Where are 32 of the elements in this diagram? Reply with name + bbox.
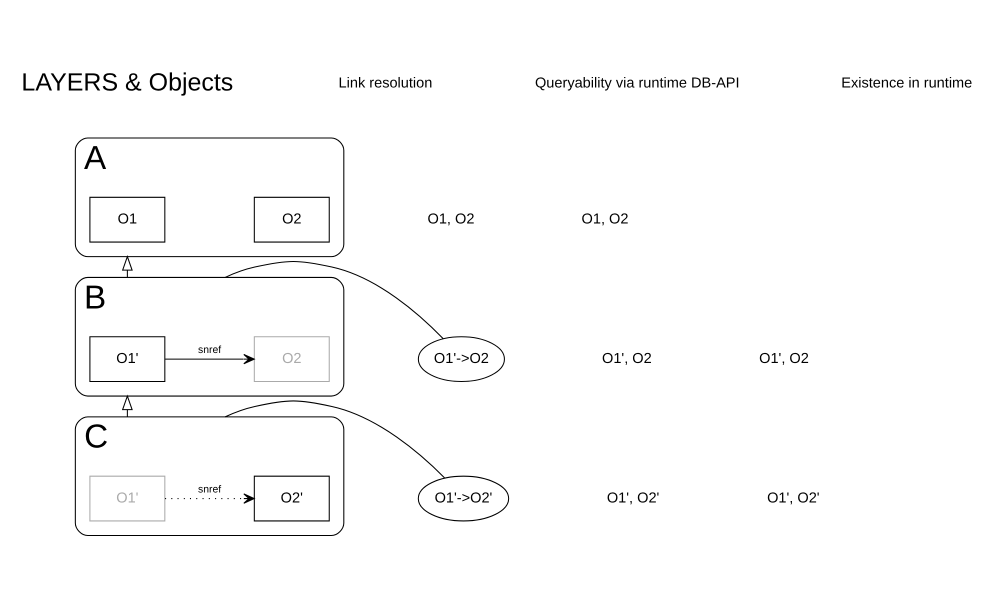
label: Link resolution (338, 76, 432, 92)
node-label: B (84, 279, 106, 316)
label: Existence in runtime (841, 76, 972, 92)
connector (224, 400, 445, 478)
arrow (165, 354, 255, 364)
arrow (122, 255, 133, 278)
node-label: A (84, 140, 106, 177)
cluster (74, 416, 344, 536)
node-ellipse: O1'->O2 (418, 336, 505, 382)
cluster (74, 137, 344, 258)
node-label: C (84, 418, 108, 456)
node-ellipse: O1'->O2' (418, 476, 510, 522)
label: O1', O2' (767, 490, 820, 506)
node-box: O2 (254, 196, 330, 243)
label: O1', O2 (602, 350, 652, 367)
node-box: O1 (89, 196, 166, 243)
label: O1, O2 (428, 212, 474, 228)
arrow (165, 493, 255, 504)
label: O1', O2' (606, 490, 660, 506)
label: O1', O2 (759, 350, 809, 367)
edge-label: snref (198, 344, 222, 356)
label: Queryability via runtime DB-API (534, 76, 740, 92)
node-box: O1' (89, 476, 166, 522)
label: LAYERS & Objects (21, 68, 234, 96)
node-box: O2 (254, 336, 330, 382)
connector (224, 261, 444, 340)
cluster (74, 276, 344, 397)
node-box: O2' (254, 476, 330, 522)
label: O1, O2 (582, 212, 628, 228)
edge-label: snref (198, 484, 222, 496)
arrow (122, 394, 133, 417)
node-box: O1' (89, 336, 166, 382)
